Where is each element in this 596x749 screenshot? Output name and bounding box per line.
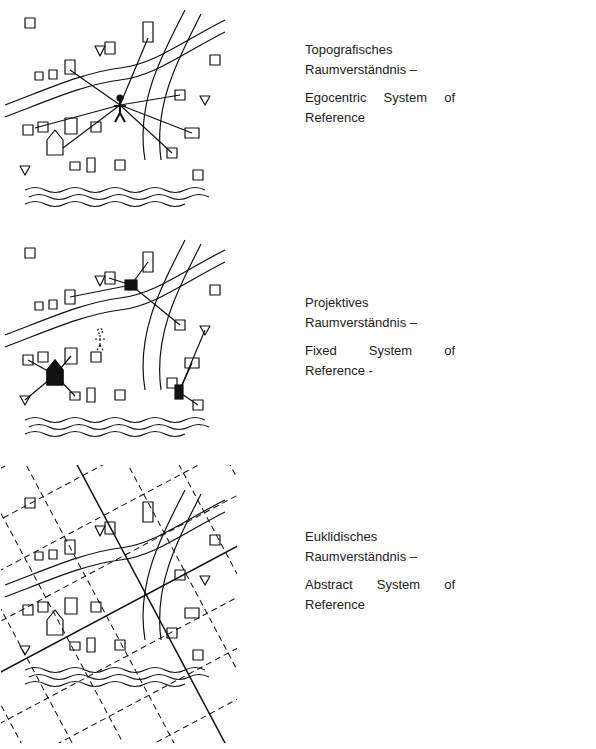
caption-label: Euklidisches Raumverständnis –	[305, 527, 455, 567]
caption-label: Topografisches Raumverständnis –	[305, 40, 455, 80]
caption-label: Projektives Raumverständnis –	[305, 293, 455, 333]
caption-label: Fixed System of Reference -	[305, 341, 455, 381]
egocentric-map	[5, 10, 225, 207]
caption-label: Abstract System of Reference	[305, 575, 455, 615]
fixed-reference-map	[5, 240, 225, 437]
caption-label: Egocentric System of Reference	[305, 88, 455, 128]
